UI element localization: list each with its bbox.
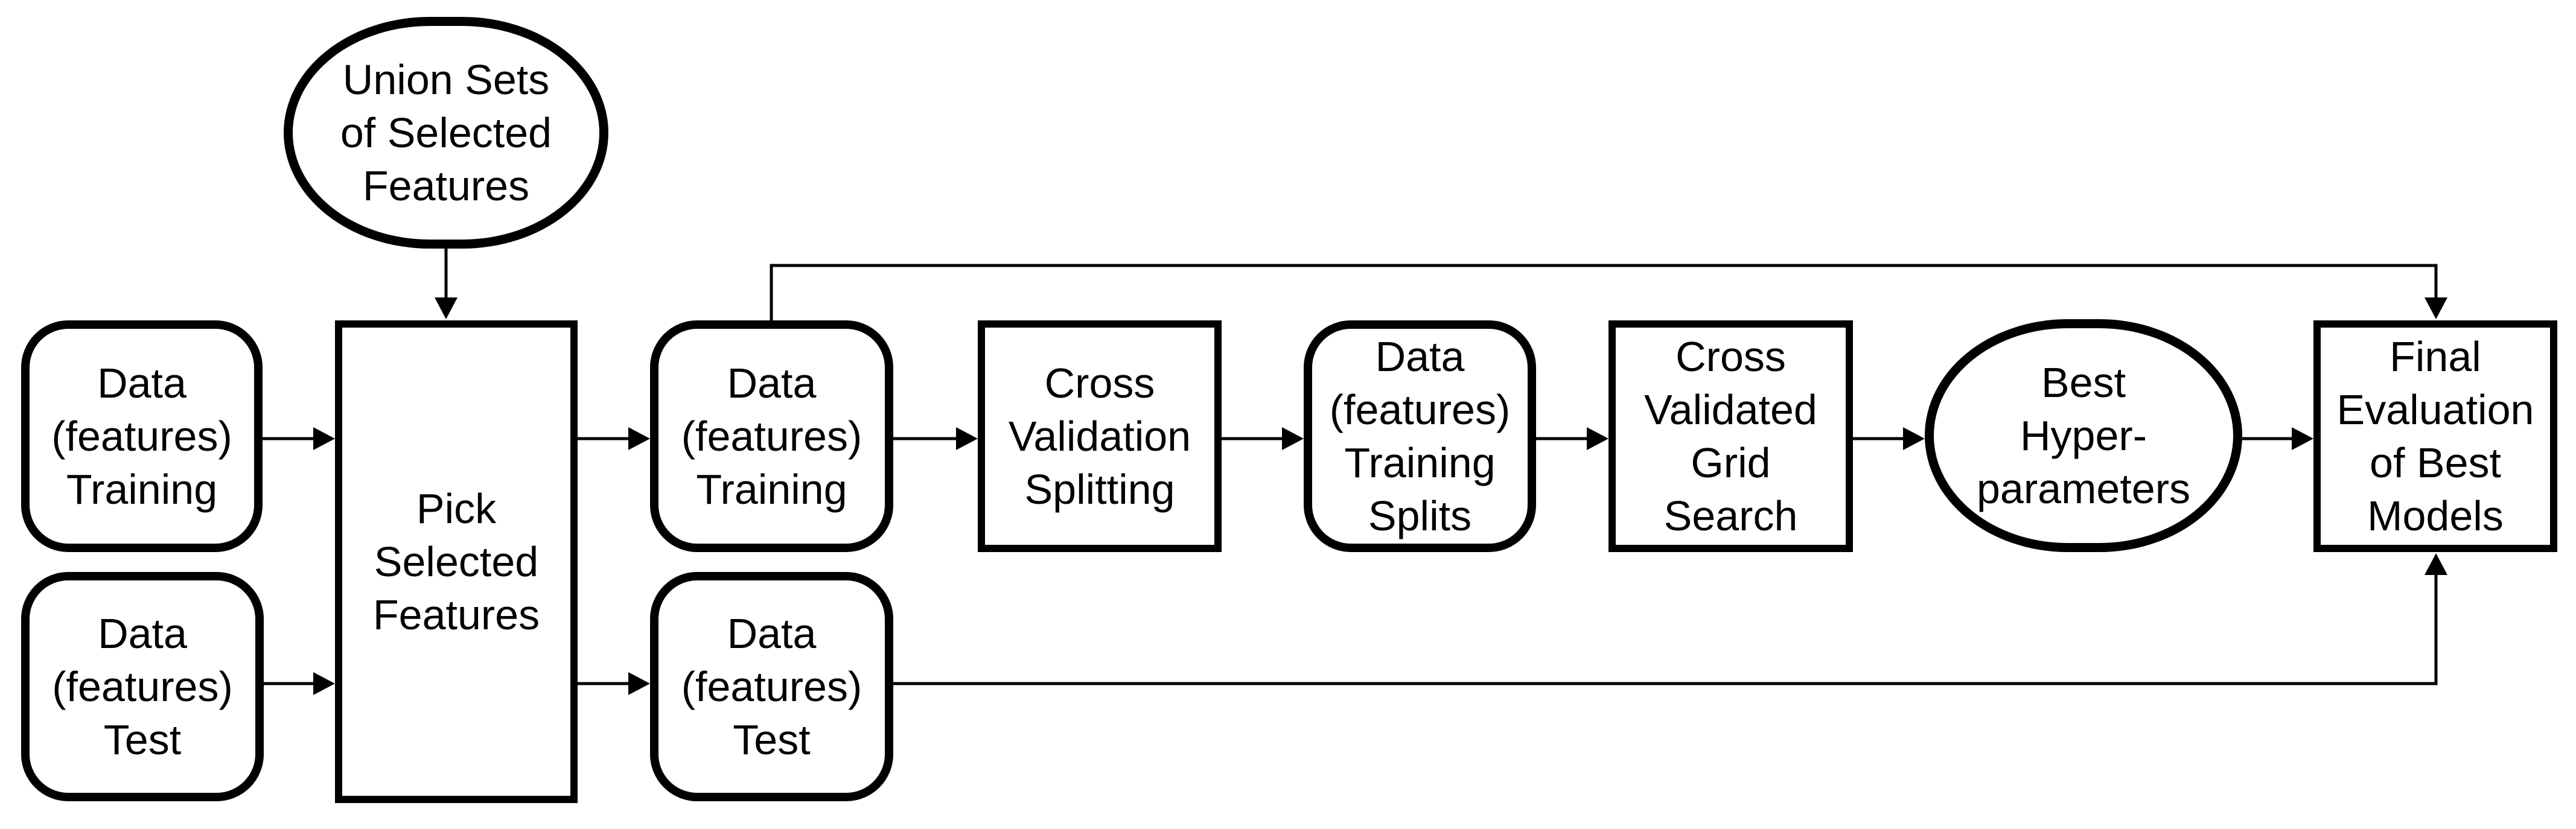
node-best-hyperparameters-label: Best Hyper- parameters [1976,359,2191,512]
arrowhead-training-input-to-pick [313,427,335,450]
edge-test-selected-to-final-evaluation [893,574,2438,685]
node-cross-validated-grid-search-label: Cross Validated Grid Search [1644,333,1817,539]
node-data-features-training-splits-label: Data (features) Training Splits [1329,333,1511,539]
node-cross-validation-splitting: Cross Validation Splitting [978,320,1222,552]
node-data-features-training-input: Data (features) Training [21,320,263,552]
node-data-features-test-input-label: Data (features) Test [52,610,233,763]
node-data-features-test-selected: Data (features) Test [650,572,893,801]
arrowhead-best-hyperparameters-to-final-evaluation [2292,427,2313,450]
arrowhead-pick-to-test-selected [628,672,650,695]
arrowhead-grid-search-to-best-hyperparameters [1903,427,1925,450]
edge-training-selected-to-final-evaluation [770,264,2438,320]
node-union-sets: Union Sets of Selected Features [284,17,608,249]
node-data-features-test-selected-label: Data (features) Test [681,610,862,763]
node-best-hyperparameters: Best Hyper- parameters [1925,319,2242,552]
node-data-features-training-splits: Data (features) Training Splits [1304,320,1536,552]
node-data-features-training-selected-label: Data (features) Training [681,360,862,513]
node-data-features-test-input: Data (features) Test [21,572,264,801]
arrowhead-training-splits-to-grid-search [1587,427,1608,450]
arrowhead-training-selected-to-cv-splitting [956,427,978,450]
node-cross-validation-splitting-label: Cross Validation Splitting [1008,360,1191,513]
node-final-evaluation-of-best-models-label: Final Evaluation of Best Models [2336,333,2534,539]
arrowhead-cv-splitting-to-training-splits [1282,427,1304,450]
node-data-features-training-input-label: Data (features) Training [51,360,232,513]
node-pick-selected-features-label: Pick Selected Features [372,485,540,638]
arrowhead-pick-to-training-selected [628,427,650,450]
arrowhead-test-input-to-pick [313,672,335,695]
arrowhead-union-sets-to-pick [435,297,457,319]
arrowhead-test-selected-to-final-evaluation [2425,553,2447,575]
arrowhead-training-selected-to-final-evaluation [2425,297,2447,319]
node-data-features-training-selected: Data (features) Training [650,320,893,552]
node-cross-validated-grid-search: Cross Validated Grid Search [1608,320,1853,552]
node-final-evaluation-of-best-models: Final Evaluation of Best Models [2313,320,2557,552]
node-pick-selected-features: Pick Selected Features [335,320,578,803]
node-union-sets-label: Union Sets of Selected Features [340,56,552,209]
